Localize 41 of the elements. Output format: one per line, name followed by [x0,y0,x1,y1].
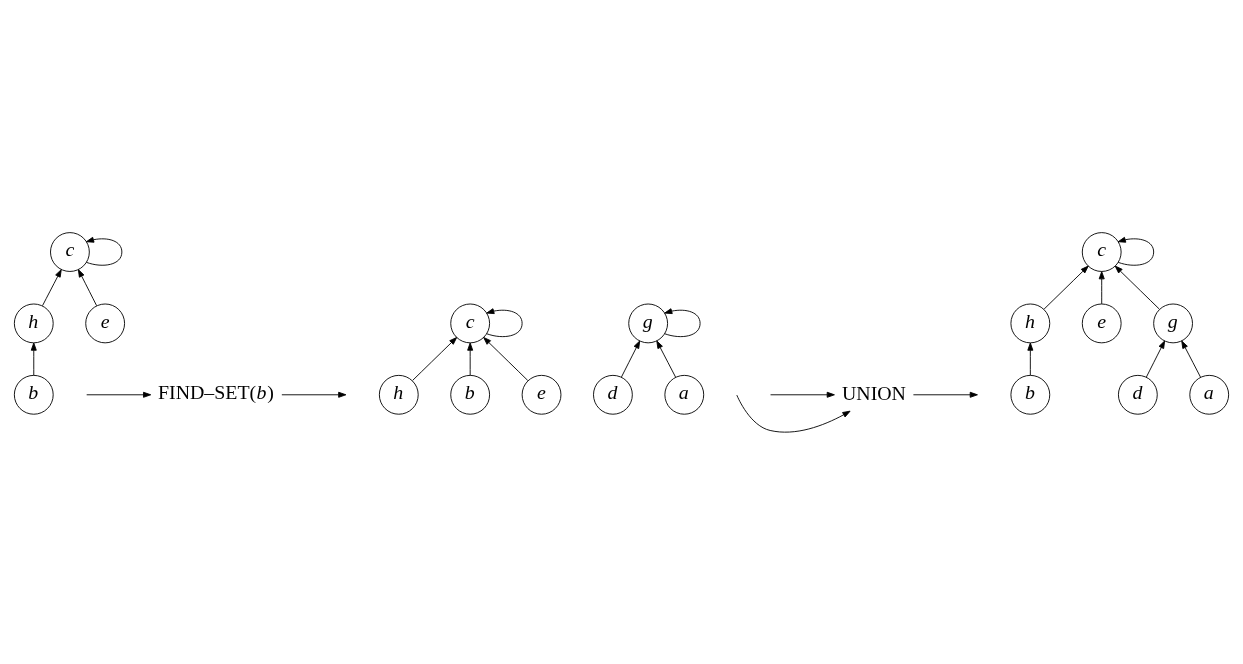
arrow [412,336,458,381]
arrow [1043,265,1089,310]
arrow [77,268,98,306]
arrow [483,336,529,381]
arrow [912,391,978,398]
arrow [85,236,123,266]
node-circle: g [1153,303,1193,343]
node-circle: h [378,374,419,415]
arrow [281,391,347,398]
node-circle: b [450,374,491,415]
arrow [736,394,851,433]
node-circle: h [13,303,54,343]
arrow [621,340,641,377]
arrow [664,307,701,337]
arrow [656,340,676,377]
node-circle: g [628,303,669,343]
arrow [86,391,152,398]
arrow [1098,270,1105,304]
arrow [1145,340,1166,377]
node-circle: d [1117,374,1158,415]
node-circle: e [521,374,562,415]
node-circle: e [85,303,126,343]
node-text: FIND–SET(b) [158,380,274,403]
node-circle: b [1010,374,1051,415]
node-circle: a [1189,374,1230,415]
node-circle: c [50,231,90,272]
arrow [1027,342,1034,376]
arrow [42,268,62,306]
arrow [467,342,474,376]
node-circle: d [593,374,633,415]
node-circle: a [664,374,705,415]
node-circle: e [1081,303,1122,343]
arrow [1181,340,1201,377]
arrow [30,342,37,376]
arrow [770,391,835,398]
node-circle: h [1010,303,1051,343]
arrow [486,307,523,337]
node-circle: b [13,374,54,415]
arrow [1114,265,1160,310]
node-text: UNION [841,381,906,404]
arrow [1117,236,1155,266]
